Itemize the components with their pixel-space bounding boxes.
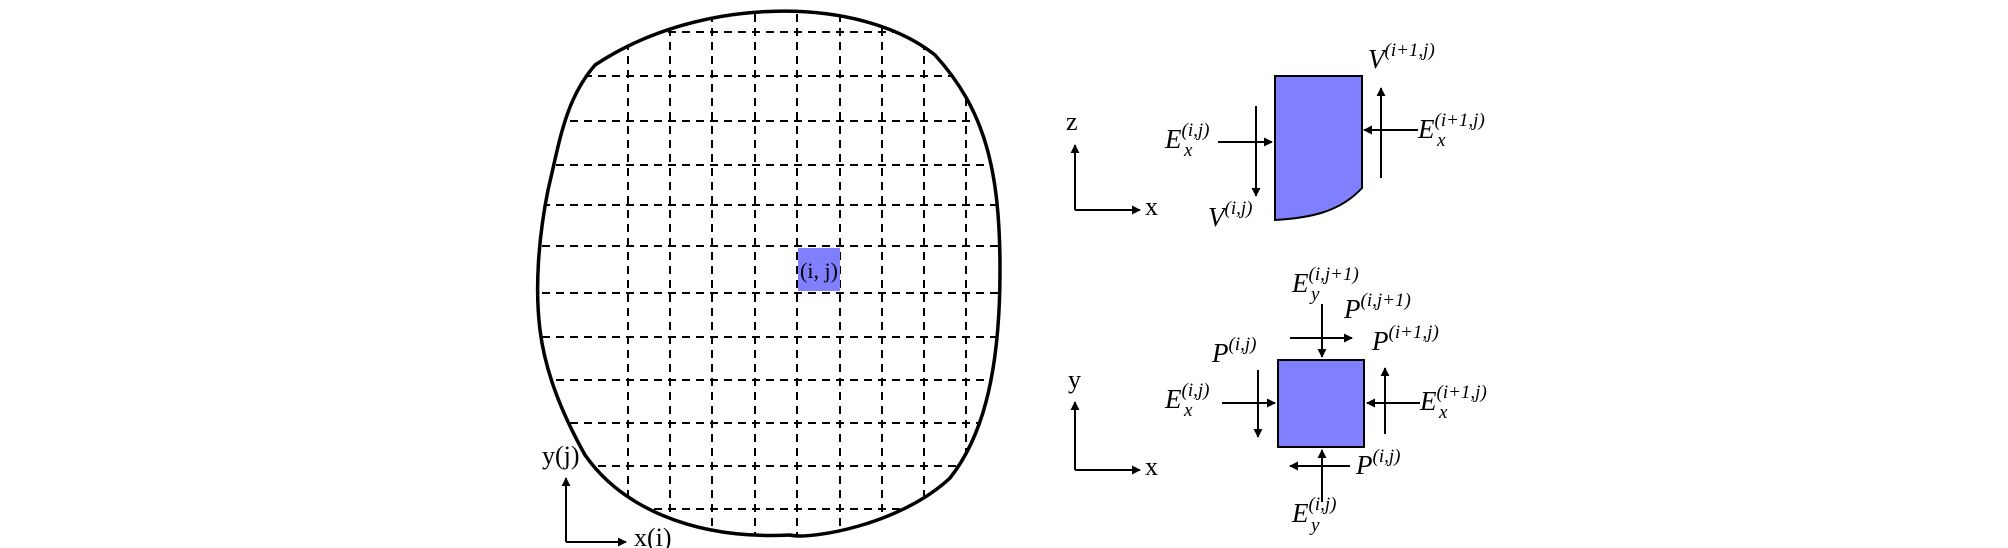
xy-axes: y x xyxy=(1068,365,1158,481)
Ey-bottom-label: E(i,j) xyxy=(1291,494,1336,528)
xz-section: z x E(i,j) x E(i+1,j) x V(i,j) V(i+1,j) xyxy=(1066,40,1485,232)
P-bottom-label: P(i,j) xyxy=(1355,446,1400,480)
Ey-bottom-sub: y xyxy=(1309,515,1320,536)
plan-view: (i, j) y(j) x(i) xyxy=(535,9,1002,548)
Ey-top-label: E(i,j+1) xyxy=(1291,264,1359,298)
slip-boundary xyxy=(535,9,1002,538)
axis-y-label: y xyxy=(1068,365,1081,394)
P-top-label: P(i,j+1) xyxy=(1343,290,1411,324)
Ex-left-sub: x xyxy=(1183,400,1193,421)
column-section xyxy=(1274,75,1363,222)
xy-section: y x E(i,j+1) y P(i,j+1) P(i,j) P(i+1,j) … xyxy=(1068,264,1487,536)
Ex-right-sub: x xyxy=(1438,402,1448,423)
V-right-label: V(i+1,j) xyxy=(1368,40,1435,74)
Ex-right-label: E(i+1,j) xyxy=(1419,382,1487,416)
axis-z-label: z xyxy=(1066,107,1078,136)
axis-x-label: x xyxy=(1145,192,1158,221)
Ex-right-label: E(i+1,j) xyxy=(1417,110,1485,144)
cell-ij xyxy=(798,248,840,291)
Ex-left-label: E(i,j) xyxy=(1164,380,1209,414)
axis-y-label: y(j) xyxy=(542,441,580,470)
Ex-left-label: E(i,j) xyxy=(1164,120,1209,154)
axis-x-label: x(i) xyxy=(634,523,672,548)
column-plan xyxy=(1277,359,1365,448)
V-left-label: V(i,j) xyxy=(1208,198,1252,232)
Ey-top-sub: y xyxy=(1309,284,1320,305)
cell-ij-label: (i, j) xyxy=(800,258,838,283)
P-right-label: P(i+1,j) xyxy=(1371,322,1439,356)
xz-axes: z x xyxy=(1066,107,1158,221)
plan-axes: y(j) x(i) xyxy=(542,441,672,548)
Ex-left-sub: x xyxy=(1183,140,1193,161)
Ex-right-sub: x xyxy=(1436,130,1446,151)
P-left-label: P(i,j) xyxy=(1211,334,1256,368)
axis-x-label: x xyxy=(1145,452,1158,481)
